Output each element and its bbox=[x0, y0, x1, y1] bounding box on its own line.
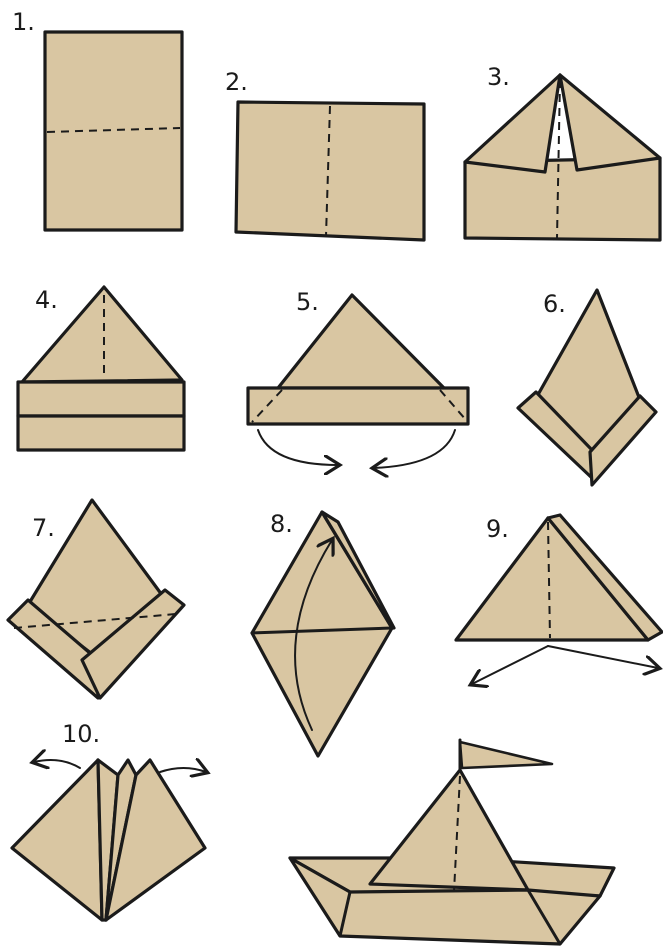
step-2-label: 2. bbox=[225, 68, 248, 96]
step-9-left-arrow bbox=[472, 646, 548, 684]
step-3: 3. bbox=[465, 63, 660, 240]
step-3-right-flap bbox=[560, 75, 660, 170]
final-boat bbox=[290, 740, 614, 944]
step-6-label: 6. bbox=[543, 290, 566, 318]
step-10-right-arrow bbox=[160, 768, 206, 772]
step-1: 1. bbox=[12, 8, 182, 230]
step-5-label: 5. bbox=[296, 288, 319, 316]
step-3-base bbox=[465, 158, 660, 240]
boat-sail bbox=[370, 770, 528, 890]
step-8: 8. bbox=[252, 510, 394, 756]
step-5: 5. bbox=[248, 288, 468, 468]
boat-flag bbox=[460, 742, 552, 768]
step-10-left-panel bbox=[12, 760, 102, 920]
step-7-label: 7. bbox=[32, 514, 55, 542]
step-3-left-flap bbox=[465, 75, 560, 172]
step-5-left-arrow bbox=[258, 430, 338, 465]
step-4: 4. bbox=[18, 286, 184, 450]
step-8-label: 8. bbox=[270, 510, 293, 538]
step-1-label: 1. bbox=[12, 8, 35, 36]
step-9: 9. bbox=[456, 515, 662, 684]
step-8-diamond bbox=[252, 512, 392, 756]
step-9-right-arrow bbox=[548, 646, 658, 668]
step-2: 2. bbox=[225, 68, 424, 240]
step-7: 7. bbox=[8, 500, 184, 698]
step-4-upper-strip bbox=[18, 382, 184, 416]
step-4-label: 4. bbox=[35, 286, 58, 314]
step-9-front-triangle bbox=[456, 518, 648, 640]
step-5-right-arrow bbox=[374, 430, 455, 468]
step-6: 6. bbox=[518, 290, 656, 485]
step-5-strip bbox=[248, 388, 468, 424]
step-10: 10. bbox=[12, 720, 206, 920]
step-4-lower-strip bbox=[18, 416, 184, 450]
step-3-label: 3. bbox=[487, 63, 510, 91]
step-10-label: 10. bbox=[62, 720, 100, 748]
step-9-label: 9. bbox=[486, 515, 509, 543]
step-10-left-arrow bbox=[34, 760, 80, 768]
